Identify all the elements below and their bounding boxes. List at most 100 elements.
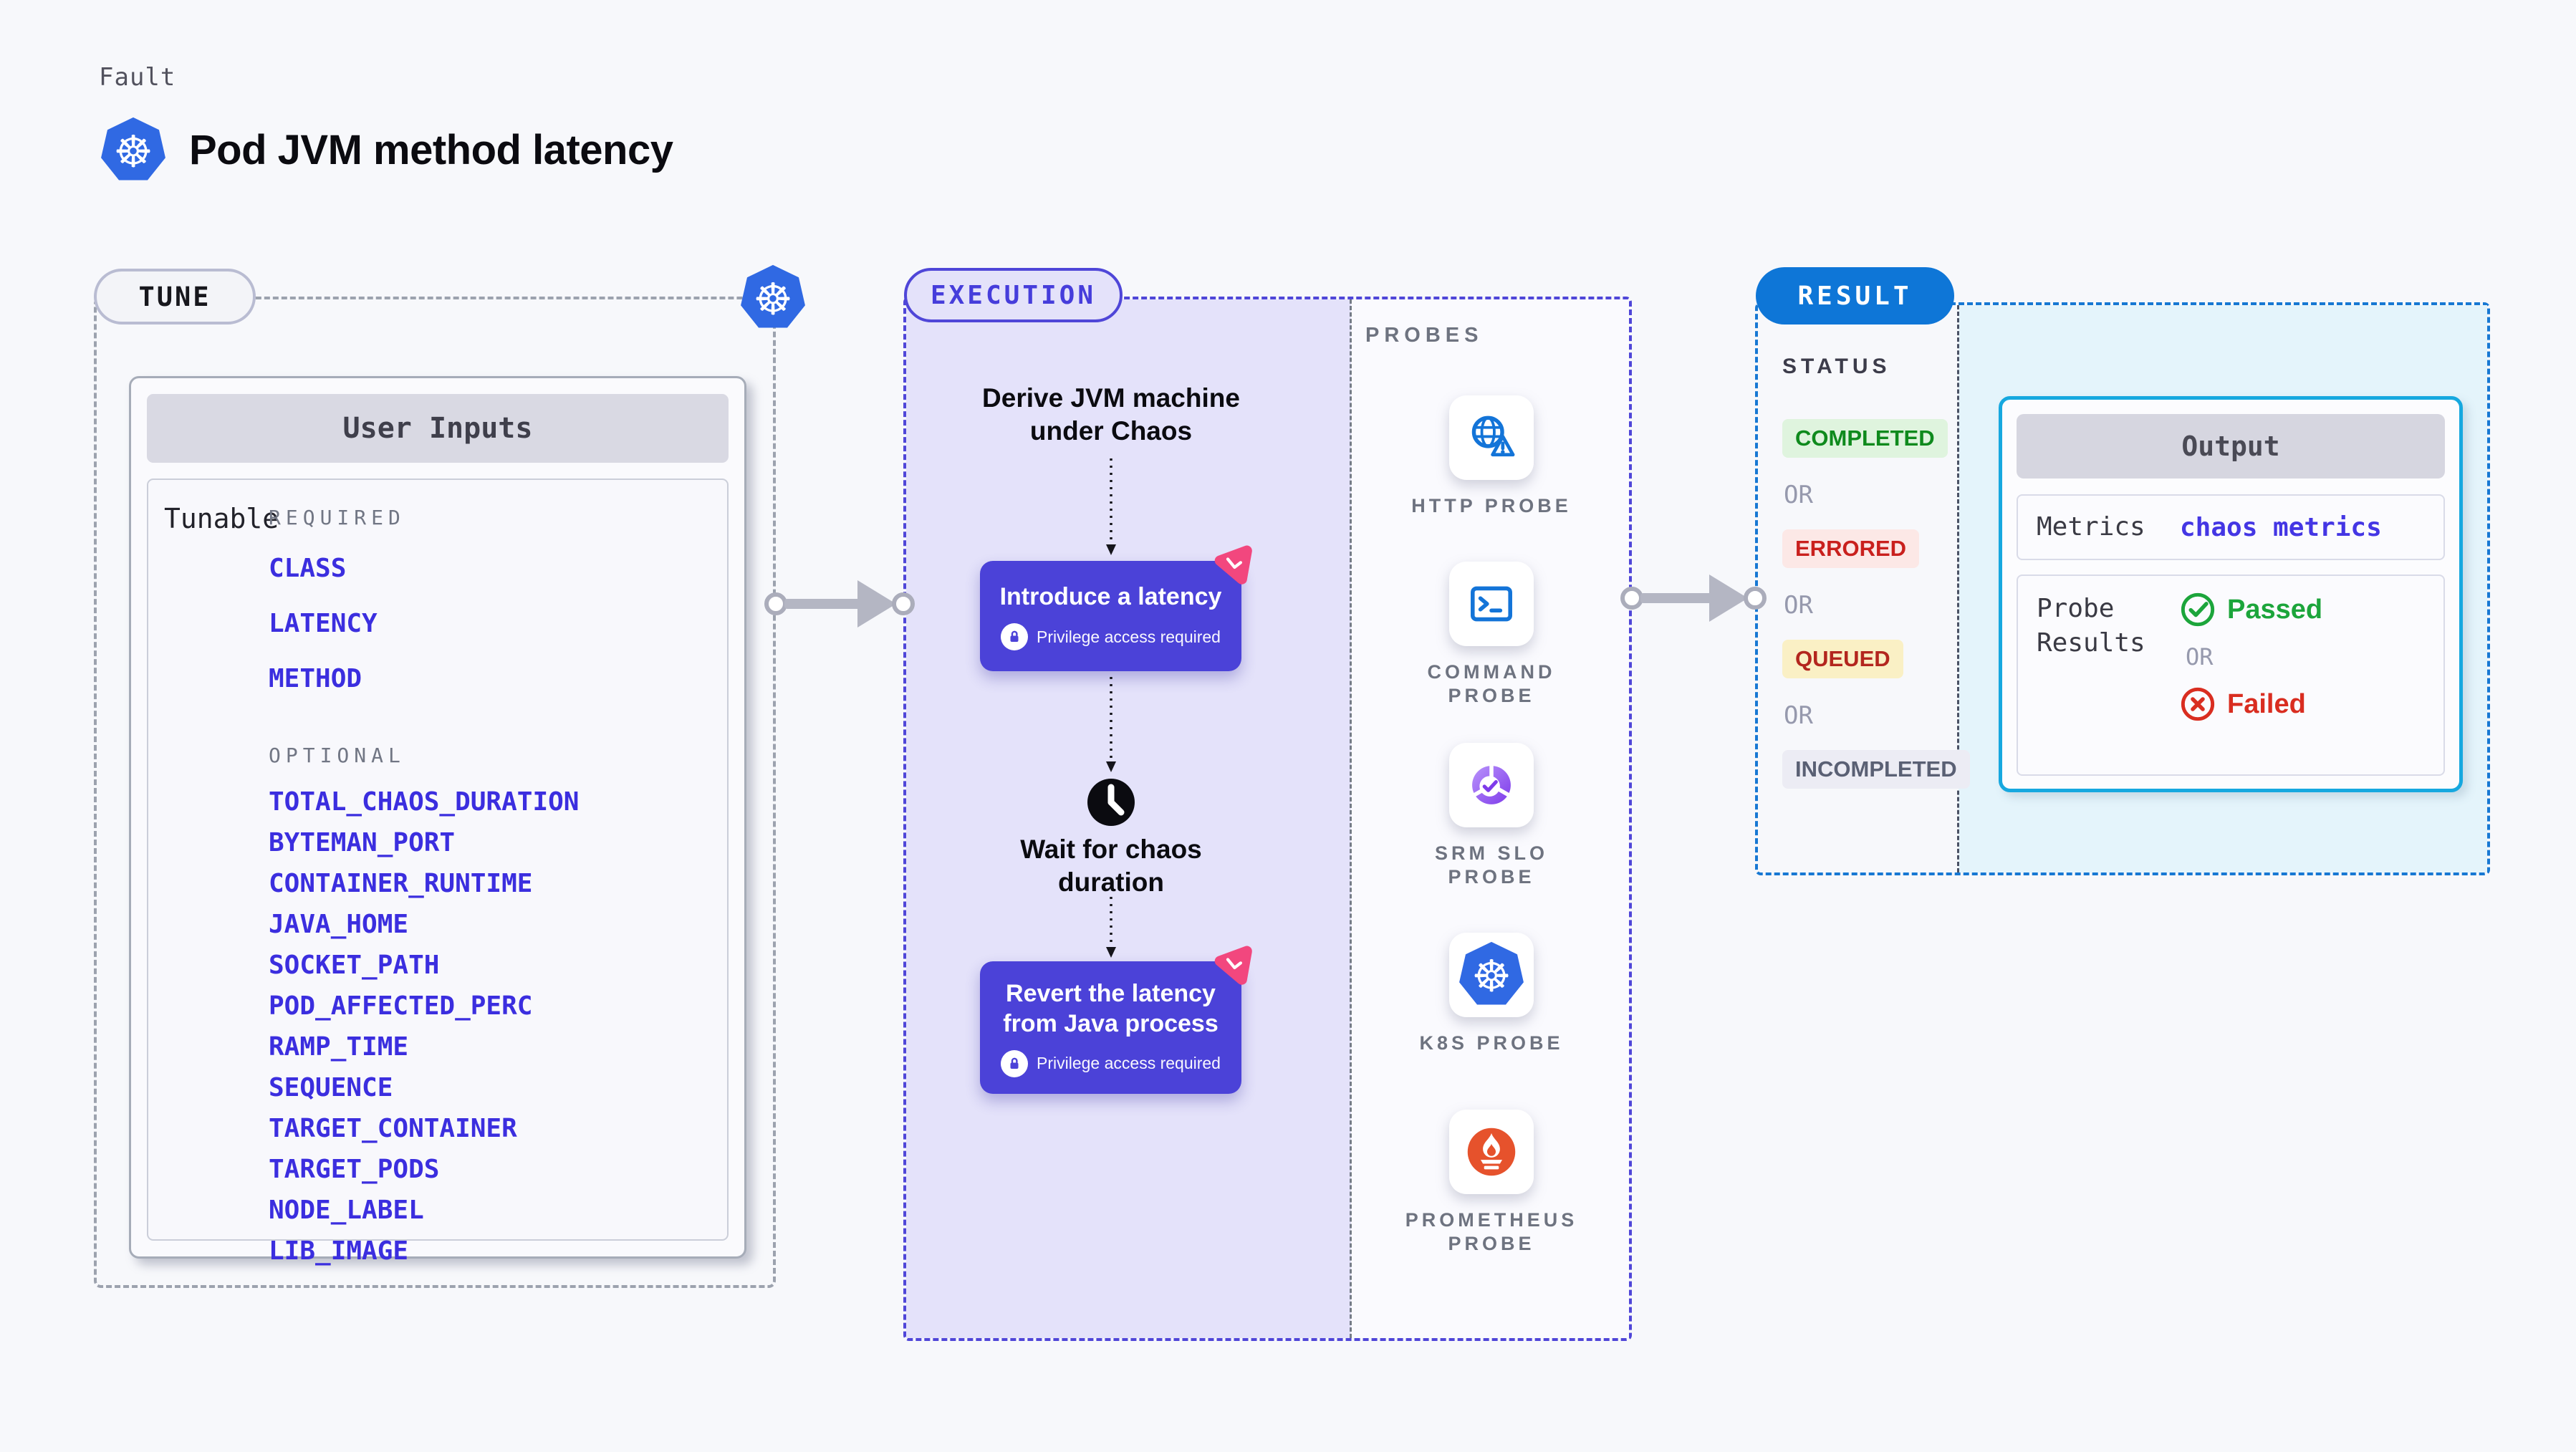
svg-text:☸: ☸: [113, 127, 153, 178]
dotted-connector: [1106, 458, 1116, 555]
svg-text:☸: ☸: [1471, 951, 1511, 1002]
privilege-note: Privilege access required: [1037, 627, 1221, 646]
arrow-end-dot: [892, 592, 915, 615]
kubernetes-icon: ☸: [739, 262, 807, 334]
output-card: Output Metrics chaos metrics Probe Resul…: [1999, 396, 2463, 792]
arrow-start-dot: [1620, 587, 1643, 610]
probe-results-row: Probe Results Passed OR Failed: [2017, 574, 2445, 776]
execution-to-result-arrow: [1620, 574, 1767, 622]
output-title: Output: [2017, 414, 2445, 479]
x-circle-icon: [2180, 686, 2216, 722]
or-label: OR: [1784, 701, 1813, 730]
probe-name: COMMAND PROBE: [1427, 661, 1556, 706]
or-label: OR: [2186, 643, 2214, 670]
privilege-row: Privilege access required: [1001, 623, 1221, 650]
tunable-item: LIB_IMAGE: [269, 1236, 409, 1266]
page-title-row: ☸ Pod JVM method latency: [99, 115, 673, 185]
step-title: Introduce a latency: [999, 583, 1222, 610]
or-label: OR: [1784, 481, 1813, 509]
slo-gauge-icon: [1449, 743, 1534, 827]
dotted-connector: [1106, 677, 1116, 772]
dotted-connector: [1106, 897, 1116, 958]
tunable-item: LATENCY: [269, 609, 378, 638]
passed-line: Passed: [2180, 592, 2322, 628]
optional-items: TOTAL_CHAOS_DURATION BYTEMAN_PORT CONTAINE…: [269, 786, 579, 1276]
result-divider-line: [1957, 305, 1959, 872]
tunable-item: SEQUENCE: [269, 1073, 393, 1102]
metrics-value: chaos metrics: [2180, 512, 2382, 542]
arrow-end-dot: [1744, 587, 1767, 610]
status-badge: QUEUED: [1782, 640, 1903, 678]
result-badge: RESULT: [1756, 267, 1954, 324]
probe-name: K8S PROBE: [1419, 1032, 1564, 1054]
clock-icon: [1086, 777, 1136, 827]
privilege-note: Privilege access required: [1037, 1054, 1221, 1072]
probes-column: PROBES HTTP PROBE COMMAND PROBE SRM SLO …: [1355, 318, 1628, 1321]
probe-item: SRM SLO PROBE: [1355, 743, 1628, 889]
user-inputs-title: User Inputs: [147, 394, 729, 463]
execution-badge: EXECUTION: [904, 268, 1123, 322]
status-label: STATUS: [1782, 355, 1891, 378]
probes-divider-line: [1350, 299, 1352, 1338]
required-items: CLASS LATENCY METHOD: [269, 552, 579, 718]
kubernetes-icon: ☸: [1449, 933, 1534, 1017]
probe-results-label: Probe Results: [2037, 594, 2145, 658]
tunable-item: TARGET_PODS: [269, 1155, 440, 1184]
probe-item: COMMAND PROBE: [1355, 562, 1628, 708]
probe-item: ☸ K8S PROBE: [1355, 933, 1628, 1055]
revert-latency-step: Revert the latency from Java process Pri…: [980, 946, 1252, 1094]
terminal-icon: [1449, 562, 1534, 646]
check-circle-icon: [2180, 592, 2216, 628]
lock-icon: [1001, 1049, 1029, 1077]
litmus-chaos-icon: [1209, 939, 1257, 987]
tunable-item: TOTAL_CHAOS_DURATION: [269, 787, 580, 817]
prometheus-icon: [1449, 1110, 1534, 1194]
privilege-row: Privilege access required: [1001, 1049, 1221, 1077]
probe-name: SRM SLO PROBE: [1434, 842, 1548, 888]
required-label: REQUIRED: [269, 506, 405, 529]
probe-name: PROMETHEUS PROBE: [1405, 1209, 1578, 1254]
status-badge: INCOMPLETED: [1782, 750, 1970, 789]
derive-step-text: Derive JVM machine under Chaos: [982, 383, 1240, 446]
status-column: STATUS COMPLETED OR ERRORED OR QUEUED OR INCOM…: [1782, 355, 1970, 812]
tunable-item: SOCKET_PATH: [269, 951, 440, 980]
tunable-item: METHOD: [269, 664, 362, 693]
status-list: COMPLETED OR ERRORED OR QUEUED OR INCOMPLETED: [1782, 419, 1970, 812]
page-title: Pod JVM method latency: [189, 126, 673, 173]
arrow-shaft: [784, 599, 860, 609]
fault-eyebrow: Fault: [99, 63, 176, 92]
arrow-head: [857, 580, 896, 628]
lock-icon: [1001, 623, 1029, 650]
wait-step-text: Wait for chaos duration: [1020, 835, 1202, 897]
introduce-latency-step: Introduce a latency Privilege access req…: [980, 545, 1252, 671]
probes-label: PROBES: [1365, 324, 1484, 347]
arrow-head: [1709, 574, 1748, 622]
tunable-item: JAVA_HOME: [269, 910, 409, 939]
litmus-chaos-icon: [1209, 539, 1257, 587]
probe-item: PROMETHEUS PROBE: [1355, 1110, 1628, 1256]
metrics-row: Metrics chaos metrics: [2017, 494, 2445, 560]
kubernetes-icon: ☸: [99, 115, 166, 185]
probe-item: HTTP PROBE: [1355, 395, 1628, 518]
execution-flow-background: [906, 299, 1351, 1338]
tune-section: [94, 297, 776, 1288]
probe-results-values: Passed OR Failed: [2180, 592, 2322, 722]
passed-label: Passed: [2227, 594, 2323, 625]
or-label: OR: [1784, 591, 1813, 620]
step-title: Revert the latency from Java process: [1003, 979, 1219, 1037]
probe-name: HTTP PROBE: [1411, 495, 1572, 516]
tunable-item: BYTEMAN_PORT: [269, 828, 456, 857]
svg-text:☸: ☸: [753, 274, 792, 325]
tunable-item: CLASS: [269, 554, 347, 583]
tunable-item: CONTAINER_RUNTIME: [269, 869, 533, 898]
tunable-item: NODE_LABEL: [269, 1196, 424, 1225]
failed-line: Failed: [2180, 686, 2322, 722]
status-badge: ERRORED: [1782, 529, 1920, 568]
status-badge: COMPLETED: [1782, 419, 1948, 458]
tunable-item: POD_AFFECTED_PERC: [269, 991, 533, 1021]
tunable-item: RAMP_TIME: [269, 1032, 409, 1062]
globe-alert-icon: [1449, 395, 1534, 480]
